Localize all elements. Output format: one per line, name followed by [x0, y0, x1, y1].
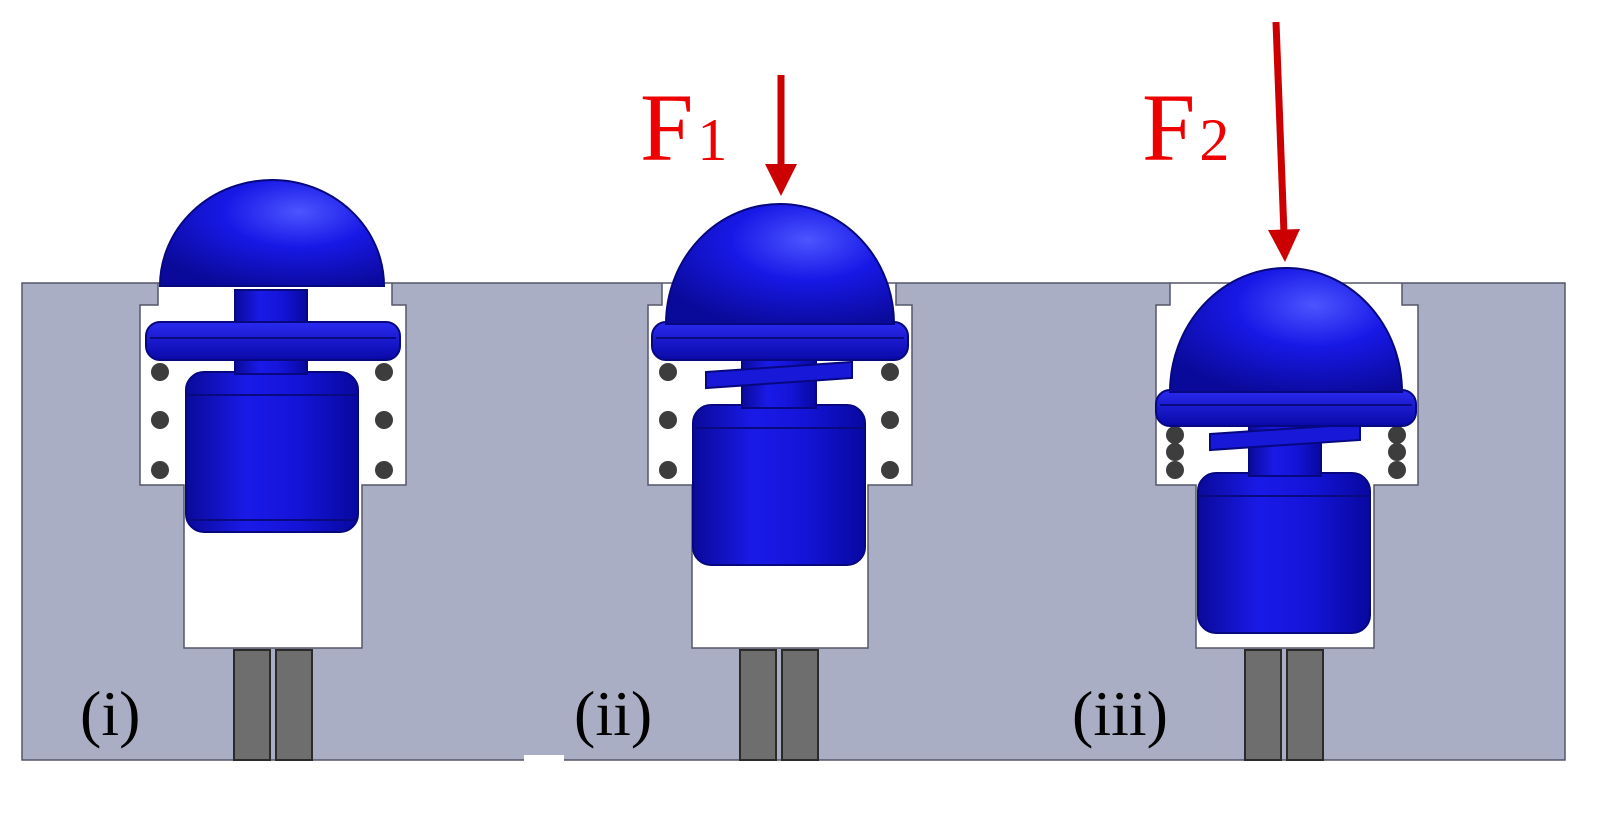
button-panel-i	[145, 179, 401, 533]
leads-panel-iii	[1244, 649, 1324, 761]
spring-coil	[375, 363, 393, 381]
spring-coil	[881, 411, 899, 429]
panel-label-iii: (iii)	[1072, 678, 1168, 749]
force-arrow-f2	[1268, 21, 1300, 262]
spring-coil	[881, 363, 899, 381]
force-letter: F	[640, 74, 694, 181]
spring-coil	[1388, 426, 1406, 444]
force-label-f2: F2	[1142, 80, 1229, 176]
force-label-f1: F1	[640, 80, 727, 176]
force-letter: F	[1142, 74, 1196, 181]
leads-panel-i	[233, 649, 313, 761]
housing-bottom-gap	[524, 755, 564, 763]
spring-coil	[151, 363, 169, 381]
button-panel-iii	[1155, 267, 1417, 634]
panel-label-i: (i)	[80, 678, 141, 749]
spring-coil	[375, 461, 393, 479]
spring-coil	[659, 363, 677, 381]
spring-coil	[1388, 443, 1406, 461]
spring-coil	[1166, 461, 1184, 479]
spring-coil	[659, 411, 677, 429]
panel-label-ii: (ii)	[574, 678, 653, 749]
button-panel-ii	[651, 203, 909, 566]
spring-coil	[881, 461, 899, 479]
force-subscript: 2	[1199, 107, 1230, 173]
spring-coil	[659, 461, 677, 479]
spring-coil	[375, 411, 393, 429]
spring-coil	[151, 411, 169, 429]
spring-coil	[1166, 443, 1184, 461]
housing-block	[21, 282, 1566, 761]
spring-coil	[151, 461, 169, 479]
leads-panel-ii	[739, 649, 819, 761]
spring-coil	[1166, 426, 1184, 444]
force-arrow-f1	[765, 75, 797, 196]
spring-coil	[1388, 461, 1406, 479]
force-subscript: 1	[697, 107, 728, 173]
